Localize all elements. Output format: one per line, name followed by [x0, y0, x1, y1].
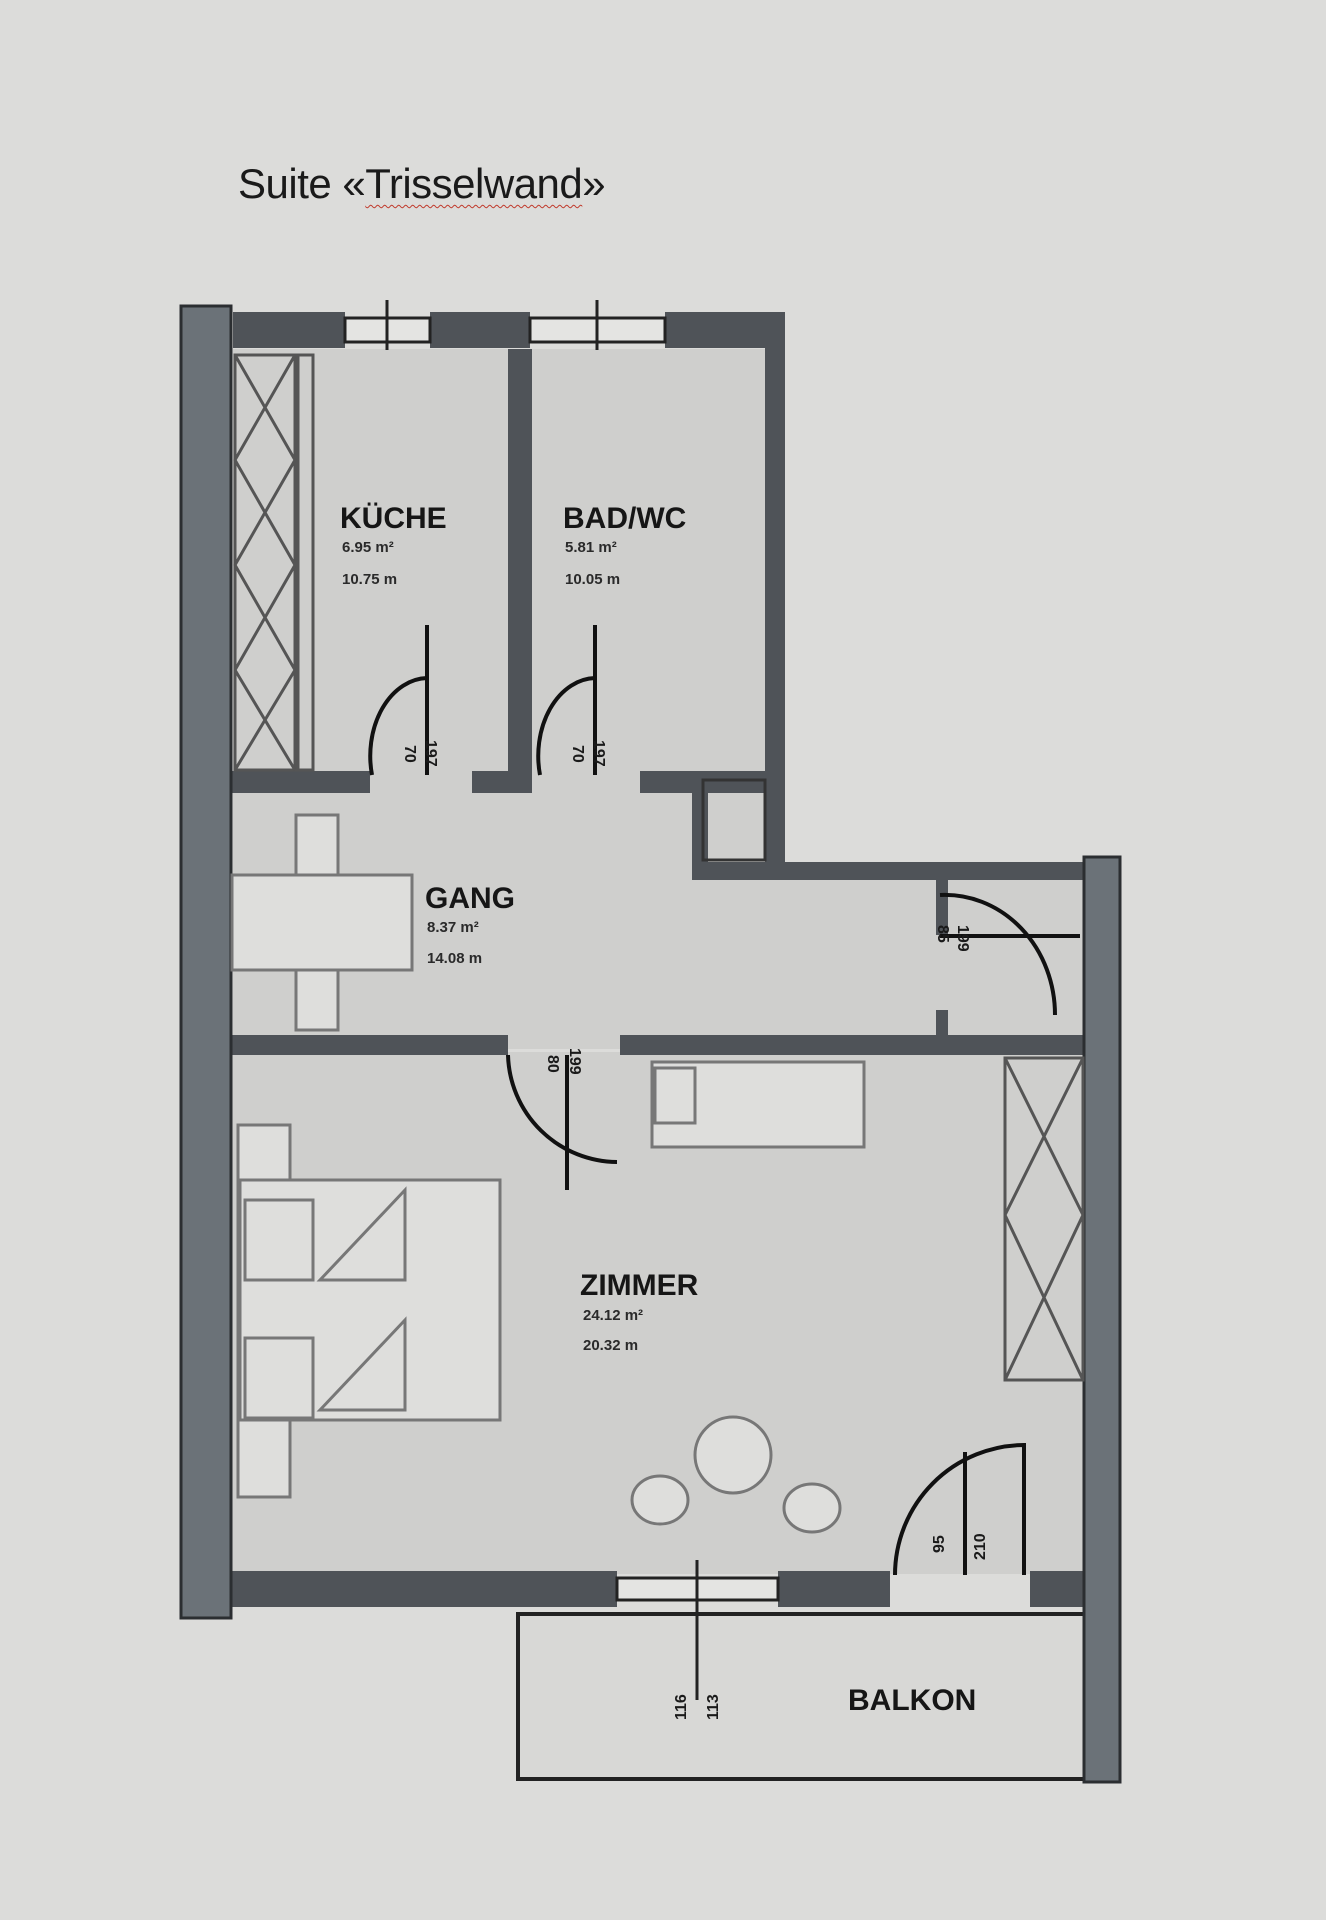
room-area: 6.95 m² [342, 539, 394, 556]
room-bad-wc: BAD/WC 5.81 m² 10.05 m [563, 502, 686, 588]
title-prefix: Suite « [238, 160, 366, 207]
room-name: KÜCHE [340, 502, 447, 535]
windows [343, 300, 780, 1700]
window-height: 113 [705, 1694, 722, 1720]
door-dimensions: 70 197 70 197 85 199 80 199 95 210 116 1… [401, 740, 989, 1720]
outer-wall-left [179, 304, 233, 1620]
walls [222, 312, 1090, 1607]
door-width: 80 [544, 1055, 561, 1073]
doors [368, 625, 1080, 1576]
title-suffix: » [582, 160, 606, 207]
room-balkon: BALKON [848, 1684, 976, 1717]
room-area: 8.37 m² [427, 919, 479, 936]
door-height: 199 [566, 1048, 583, 1075]
room-zimmer: ZIMMER 24.12 m² 20.32 m [580, 1269, 699, 1354]
furniture [230, 813, 866, 1534]
window-width: 116 [673, 1694, 690, 1720]
door-width: 70 [569, 745, 586, 763]
door-width: 70 [401, 745, 418, 763]
room-name: GANG [425, 882, 515, 915]
door-height: 210 [972, 1533, 989, 1560]
door-width: 95 [931, 1535, 948, 1553]
room-perimeter: 20.32 m [583, 1337, 638, 1354]
room-perimeter: 10.05 m [565, 571, 620, 588]
room-gang: GANG 8.37 m² 14.08 m [425, 882, 515, 967]
shaft [701, 778, 767, 862]
room-kueche: KÜCHE 6.95 m² 10.75 m [340, 502, 447, 588]
plan-title: Suite «Trisselwand» [238, 160, 606, 208]
floor-gang-right [700, 875, 1084, 1050]
room-perimeter: 14.08 m [427, 950, 482, 967]
kitchen-cabinet [233, 353, 315, 772]
room-area: 5.81 m² [565, 539, 617, 556]
balcony-outline [516, 1612, 1110, 1781]
door-width: 85 [934, 925, 951, 943]
room-name: ZIMMER [580, 1269, 699, 1302]
room-perimeter: 10.75 m [342, 571, 397, 588]
room-area: 24.12 m² [583, 1307, 643, 1324]
wardrobe [1003, 1056, 1085, 1382]
door-height: 197 [590, 740, 607, 767]
door-height: 199 [954, 925, 971, 952]
door-height: 197 [422, 740, 439, 767]
title-name: Trisselwand [365, 160, 583, 207]
outer-wall-right [1082, 855, 1122, 1784]
room-name: BAD/WC [563, 502, 686, 535]
